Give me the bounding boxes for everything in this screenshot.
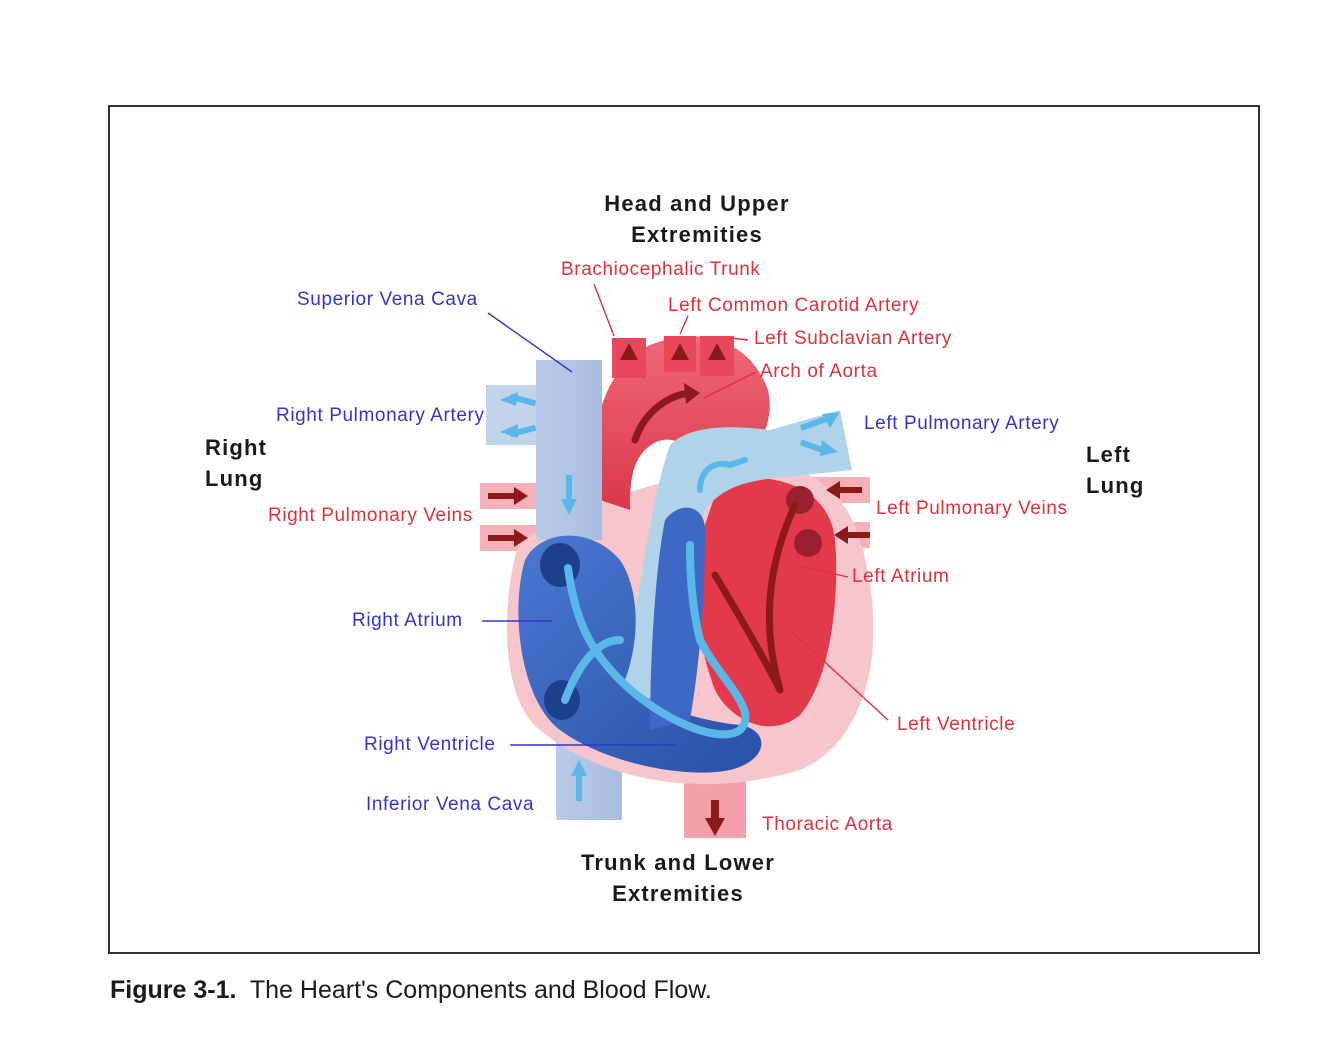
trunk-lower-extremities-line2: Extremities: [562, 878, 794, 909]
left-ventricle-label: Left Ventricle: [897, 714, 1015, 736]
figure-caption-number: Figure 3-1.: [110, 976, 236, 1004]
trunk-lower-extremities-label: Trunk and Lower Extremities: [562, 847, 794, 909]
right-pulmonary-artery-label: Right Pulmonary Artery: [276, 405, 485, 427]
inferior-vena-cava-label: Inferior Vena Cava: [366, 794, 534, 816]
superior-vena-cava-opening: [540, 543, 580, 587]
left-lung-label: Left Lung: [1086, 439, 1145, 501]
right-atrium-label: Right Atrium: [352, 610, 463, 632]
left-pulmonary-artery-label: Left Pulmonary Artery: [864, 413, 1059, 435]
figure-caption: Figure 3-1. The Heart's Components and B…: [110, 976, 712, 1005]
figure-caption-text: The Heart's Components and Blood Flow.: [250, 976, 712, 1004]
right-lung-line1: Right: [205, 432, 267, 463]
arch-of-aorta-label: Arch of Aorta: [760, 361, 878, 383]
right-pulmonary-veins-label: Right Pulmonary Veins: [268, 505, 473, 527]
left-subclavian-label: Left Subclavian Artery: [754, 328, 952, 350]
left-lung-line1: Left: [1086, 439, 1145, 470]
trunk-lower-extremities-line1: Trunk and Lower: [562, 847, 794, 878]
brachiocephalic-trunk-label: Brachiocephalic Trunk: [561, 259, 761, 281]
thoracic-aorta-label: Thoracic Aorta: [762, 814, 893, 836]
head-upper-extremities-label: Head and Upper Extremities: [582, 188, 812, 250]
left-atrium-label: Left Atrium: [852, 566, 949, 588]
left-common-carotid-label: Left Common Carotid Artery: [668, 295, 919, 317]
left-heart-chambers: [696, 478, 836, 727]
arrow-thoracic-aorta-shaft: [711, 800, 719, 820]
right-ventricle-label: Right Ventricle: [364, 734, 496, 756]
head-upper-extremities-line2: Extremities: [582, 219, 812, 250]
right-pulmonary-vein-arrows: [488, 487, 528, 547]
left-lung-line2: Lung: [1086, 470, 1145, 501]
superior-vena-cava-label: Superior Vena Cava: [297, 289, 478, 311]
right-lung-label: Right Lung: [205, 432, 267, 494]
right-lung-line2: Lung: [205, 463, 267, 494]
head-upper-extremities-line1: Head and Upper: [582, 188, 812, 219]
left-pulmonary-vein-opening-lower: [794, 529, 822, 557]
left-pulmonary-veins-label: Left Pulmonary Veins: [876, 498, 1068, 520]
